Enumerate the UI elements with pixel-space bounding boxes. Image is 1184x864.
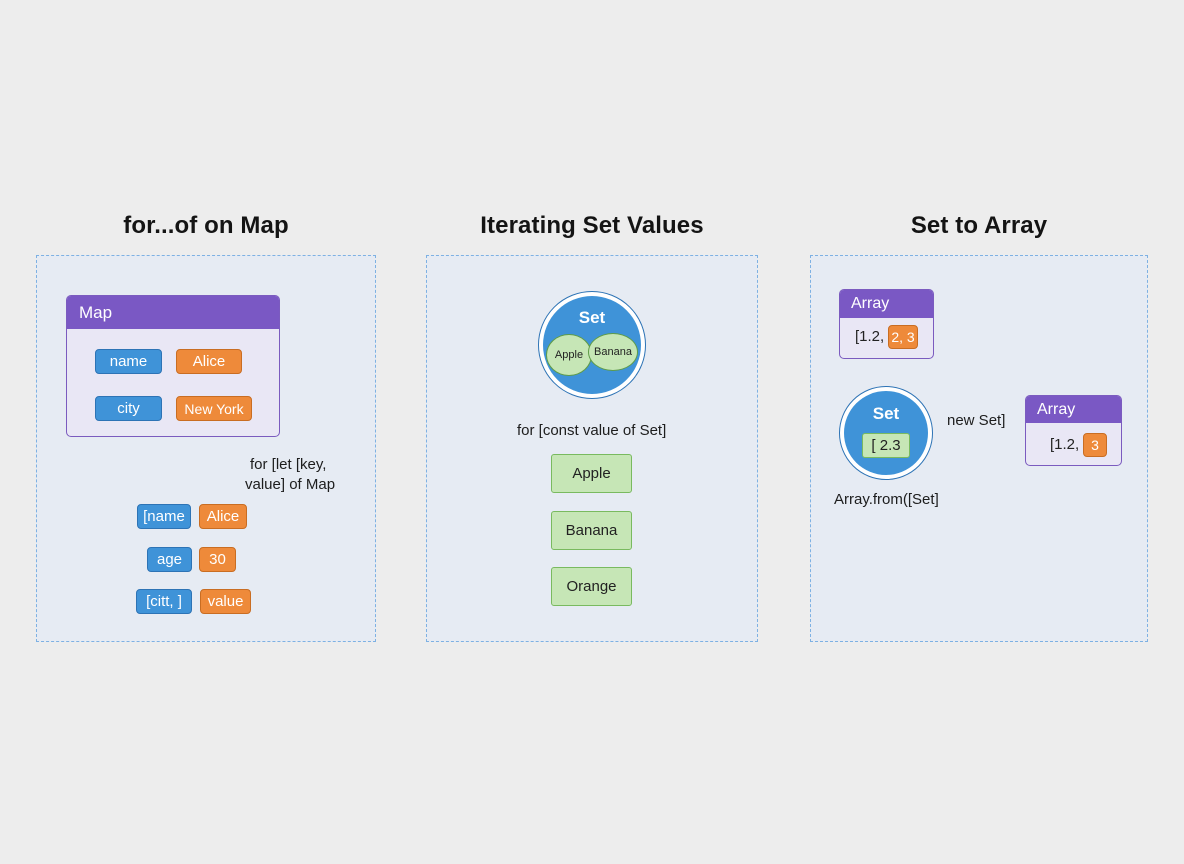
source-array-header: Array (840, 290, 933, 318)
map-value-alice: Alice (176, 349, 242, 374)
result-array-header: Array (1026, 396, 1121, 423)
panel-title-set-to-array: Set to Array (910, 212, 1048, 239)
set-node-label: Set (872, 404, 900, 423)
panel-title-set-values: Iterating Set Values (480, 212, 704, 239)
iteration-value-30: 30 (199, 547, 236, 572)
iteration-key-city: [citt, ] (136, 589, 192, 614)
set-value-apple: Apple (551, 454, 632, 493)
map-loop-caption-line2: value] of Map (245, 476, 336, 493)
set-label: Set (578, 308, 606, 327)
set-member-apple: Apple (546, 334, 592, 376)
iteration-key-name: [name (137, 504, 191, 529)
map-header: Map (67, 296, 279, 329)
iteration-value-alice: Alice (199, 504, 247, 529)
set-value-banana: Banana (551, 511, 632, 550)
array-from-caption: Array.from([Set] (834, 491, 939, 508)
map-loop-caption-line1: for [let [key, (250, 456, 327, 473)
result-array-highlight: 3 (1083, 433, 1107, 457)
iteration-value-value: value (200, 589, 251, 614)
source-array: Array (839, 289, 934, 359)
result-array-prefix: [1.2, (1050, 436, 1080, 453)
map-key-name: name (95, 349, 162, 374)
source-array-highlight: 2, 3 (888, 325, 918, 349)
new-set-caption: new Set] (947, 412, 1006, 429)
result-array: Array (1025, 395, 1122, 466)
set-node-content: [ 2.3 (862, 433, 910, 458)
map-key-city: city (95, 396, 162, 421)
set-value-orange: Orange (551, 567, 632, 606)
map-value-new-york: New York (176, 396, 252, 421)
panel-title-map: for...of on Map (123, 212, 289, 239)
set-loop-caption: for [const value of Set] (516, 422, 668, 439)
iteration-key-age: age (147, 547, 192, 572)
source-array-prefix: [1.2, (855, 328, 885, 345)
set-member-banana: Banana (588, 333, 638, 371)
